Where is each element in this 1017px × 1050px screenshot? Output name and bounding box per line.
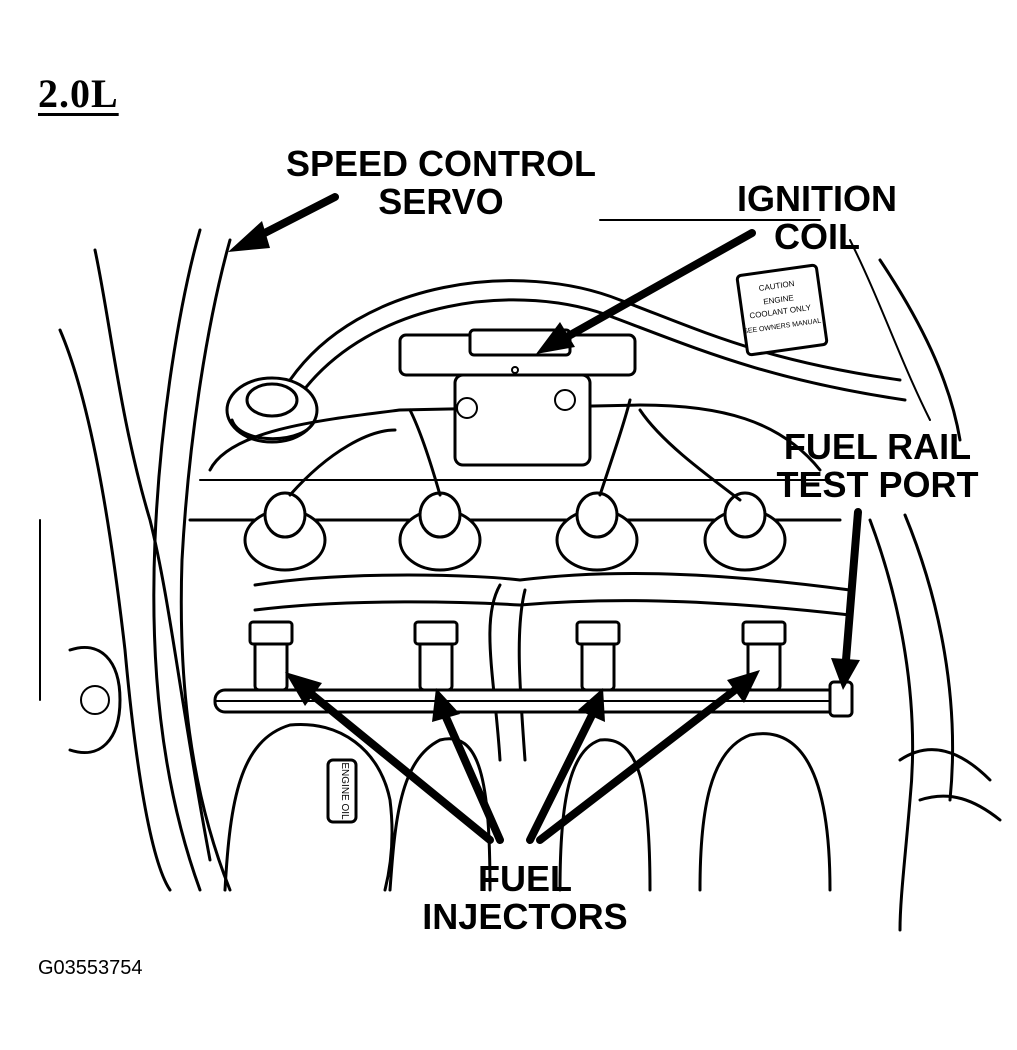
fuel-rail-test-port-line2: TEST PORT [776, 464, 979, 505]
fuel-rail-test-port-label: FUEL RAIL TEST PORT [765, 428, 990, 504]
speed-control-servo-line1: SPEED CONTROL [285, 143, 597, 184]
figure-code: G03553754 [38, 957, 143, 979]
engine-bay-outline [39, 219, 1002, 932]
caution-tag-line2: ENGINE [763, 293, 795, 306]
ignition-coil-line2: COIL [774, 216, 860, 257]
fuel-injectors [248, 620, 787, 692]
fuel-rail-test-port-line1: FUEL RAIL [783, 426, 972, 467]
ignition-coil-arrow [561, 229, 756, 342]
speed-control-servo-label: SPEED CONTROL SERVO [276, 145, 606, 221]
fuel-injectors-label: FUEL INJECTORS [405, 860, 645, 936]
ignition-coil-pack [398, 328, 637, 467]
fuel-injector-arrow-2 [441, 711, 504, 844]
fuel-rail-test-port-arrow [842, 508, 862, 664]
engine-oil-tag-text: ENGINE OIL [339, 762, 350, 820]
fuel-injector-arrow-4 [536, 686, 739, 844]
fuel-rail-test-port [828, 680, 854, 718]
fuel-injector-arrow-3 [526, 711, 596, 844]
spark-plug-boots [243, 398, 787, 572]
speed-control-servo-line2: SERVO [378, 181, 504, 222]
ignition-coil-line1: IGNITION [737, 178, 897, 219]
coolant-caution-tag: CAUTION ENGINE COOLANT ONLY SEE OWNERS M… [735, 263, 829, 357]
fuel-injector-arrow-1 [306, 689, 494, 844]
ignition-coil-label: IGNITION COIL [722, 180, 912, 256]
figure-title: 2.0L [38, 71, 119, 116]
speed-control-servo-arrow [251, 193, 339, 242]
fuel-injectors-line2: INJECTORS [422, 896, 628, 937]
leader-arrows [228, 193, 862, 844]
wiring-harness [253, 571, 852, 762]
fuel-injectors-line1: FUEL [478, 858, 572, 899]
engine-oil-dipstick-tag: ENGINE OIL [326, 758, 358, 824]
